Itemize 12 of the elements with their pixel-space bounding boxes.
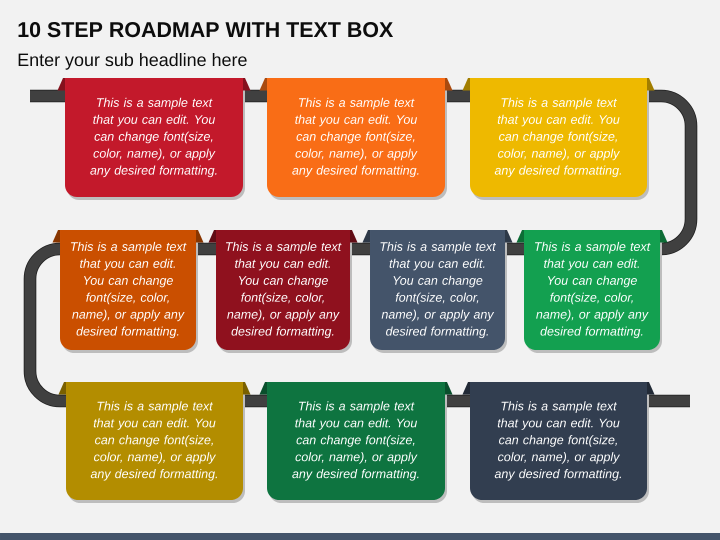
step-box: This is a sample text that you can edit. You can change font(size, color, name), or apply any desired formatting. — [58, 78, 250, 200]
step-box: This is a sample text that you can edit. You can change font(size, color, name), or apply any desired formatting. — [462, 78, 654, 200]
step-box: This is a sample text that you can edit. You can change font(size, color, name), or apply any desired formatting. — [52, 230, 204, 353]
subtitle: Enter your sub headline here — [18, 53, 247, 70]
step-box: This is a sample text that you can edit. You can change font(size, color, name), or apply any desired formatting. — [208, 230, 358, 353]
step-box: This is a sample text that you can edit. You can change font(size, color, name), or apply any desired formatting. — [260, 78, 452, 200]
step-box: This is a sample text that you can edit. You can change font(size, color, name), or apply any desired formatting. — [362, 230, 512, 353]
step-box: This is a sample text that you can edit. You can change font(size, color, name), or apply any desired formatting. — [462, 382, 654, 503]
step-box: This is a sample text that you can edit. You can change font(size, color, name), or apply any desired formatting. — [260, 382, 452, 503]
slide-title: 10 STEP ROADMAP WITH TEXT BOX — [18, 22, 394, 38]
step-box: This is a sample text that you can edit. You can change font(size, color, name), or apply any desired formatting. — [58, 382, 250, 503]
step-box: This is a sample text that you can edit. You can change font(size, color, name), or apply any desired formatting. — [516, 230, 668, 353]
